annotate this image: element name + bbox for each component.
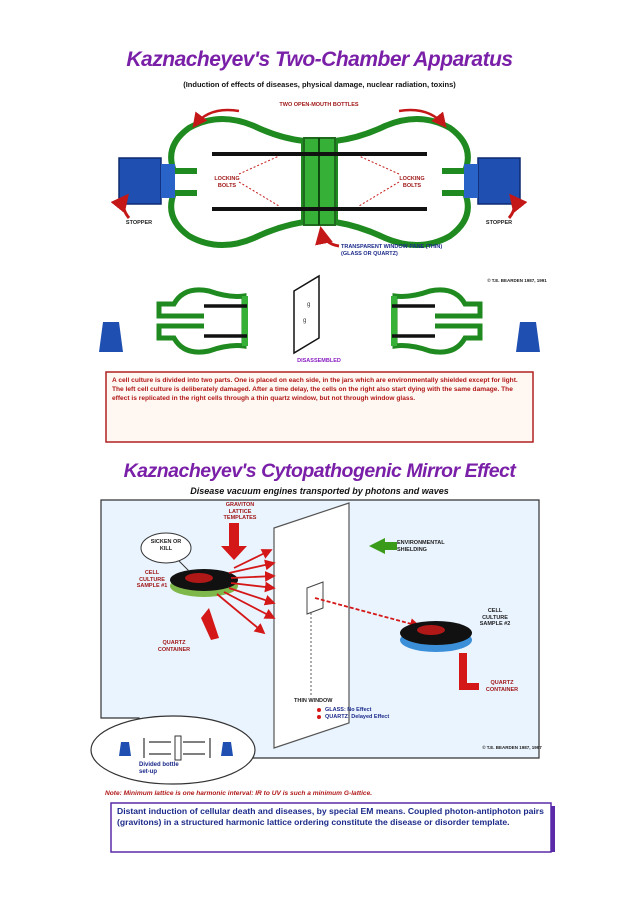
label-quartz2: QUARTZ CONTAINER bbox=[485, 680, 519, 693]
label-cell2: CELL CULTURE SAMPLE #2 bbox=[479, 608, 511, 627]
mini-apparatus bbox=[143, 738, 211, 758]
right-bottle-disassembled bbox=[392, 287, 483, 355]
label-stopper-right: STOPPER bbox=[485, 220, 513, 226]
panel2-subtitle: Disease vacuum engines transported by ph… bbox=[190, 486, 449, 496]
quartz-arrow-1 bbox=[201, 608, 219, 640]
two-chamber-diagram: g g bbox=[99, 108, 540, 443]
panel1-title: Kaznacheyev's Two-Chamber Apparatus bbox=[126, 48, 513, 71]
left-bottle-disassembled bbox=[156, 287, 247, 355]
panel2-title: Kaznacheyev's Cytopathogenic Mirror Effe… bbox=[123, 460, 516, 482]
label-locking-right: LOCKING BOLTS bbox=[399, 176, 425, 189]
panel2-note: Note: Minimum lattice is one harmonic in… bbox=[105, 790, 373, 797]
panel1-description: A cell culture is divided into two parts… bbox=[112, 377, 518, 402]
label-thin-window: THIN WINDOW bbox=[294, 698, 333, 704]
label-disassembled: DISASSEMBLED bbox=[297, 358, 341, 364]
description-box-2 bbox=[110, 802, 552, 853]
window-pane-disassembled bbox=[293, 274, 320, 355]
label-sicken: SICKEN OR KILL bbox=[150, 539, 182, 552]
label-bottles: TWO OPEN-MOUTH BOTTLES bbox=[279, 102, 359, 108]
label-cell1: CELL CULTURE SAMPLE #1 bbox=[136, 570, 168, 589]
panel2-description: Distant induction of cellular death and … bbox=[117, 806, 544, 827]
description-box bbox=[105, 371, 534, 443]
copyright-2: © T.E. BEARDEN 1987, 1997 bbox=[482, 745, 542, 750]
label-locking-left: LOCKING BOLTS bbox=[214, 176, 240, 189]
label-graviton: GRAVITON LATTICE TEMPLATES bbox=[223, 502, 257, 521]
loose-stopper-right bbox=[516, 322, 540, 352]
quartz-arrow-2 bbox=[459, 653, 479, 690]
svg-text:g: g bbox=[303, 318, 306, 324]
label-stopper-left: STOPPER bbox=[125, 220, 153, 226]
svg-text:g: g bbox=[307, 302, 310, 308]
copyright-1: © T.E. BEARDEN 1987, 1991 bbox=[487, 278, 547, 283]
stopper-right bbox=[477, 157, 521, 205]
label-quartz1: QUARTZ CONTAINER bbox=[157, 640, 191, 653]
label-divided: Divided bottle set-up bbox=[139, 762, 179, 775]
label-window: TRANSPARENT WINDOW PANE (THIN) (GLASS OR… bbox=[341, 244, 443, 257]
sicken-bubble bbox=[140, 532, 192, 564]
mirror-effect-panel: Kaznacheyev's Cytopathogenic Mirror Effe… bbox=[79, 458, 560, 854]
panel1-subtitle: (Induction of effects of diseases, physi… bbox=[183, 80, 456, 89]
loose-stopper-left bbox=[99, 322, 123, 352]
shielding-arrow bbox=[369, 538, 397, 554]
label-glass: GLASS: No Effect bbox=[325, 707, 372, 713]
label-shielding: ENVIRONMENTAL SHIELDING bbox=[397, 540, 445, 553]
shielding-panel bbox=[273, 502, 350, 749]
label-quartz-effect: QUARTZ: Delayed Effect bbox=[325, 714, 390, 720]
graviton-arrow bbox=[221, 523, 247, 560]
mirror-effect-diagram bbox=[90, 499, 555, 853]
divided-bottle-ellipse bbox=[90, 715, 256, 785]
two-chamber-panel: g g Kaznacheyev's Two-Chamber Apparatus … bbox=[79, 46, 560, 444]
